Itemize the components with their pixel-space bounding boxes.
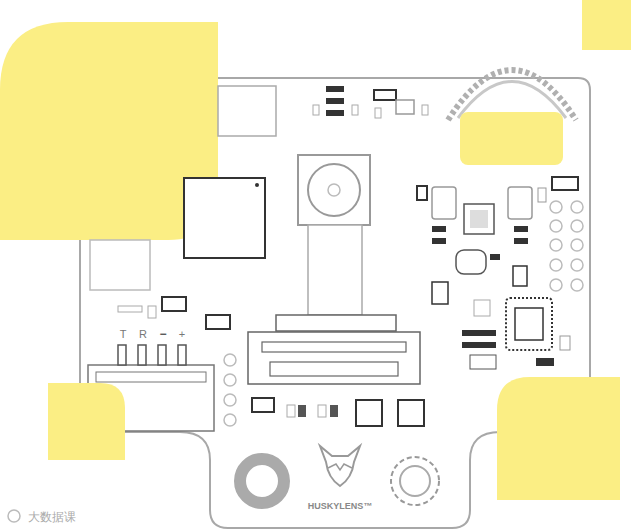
pin-label: − (159, 328, 166, 340)
pin-label: T (120, 329, 127, 340)
pin-label: R (139, 329, 147, 340)
pin-label: + (179, 329, 185, 340)
logo-text: HUSKYLENS™ (308, 502, 373, 511)
watermark: 大数据课 (28, 511, 76, 523)
